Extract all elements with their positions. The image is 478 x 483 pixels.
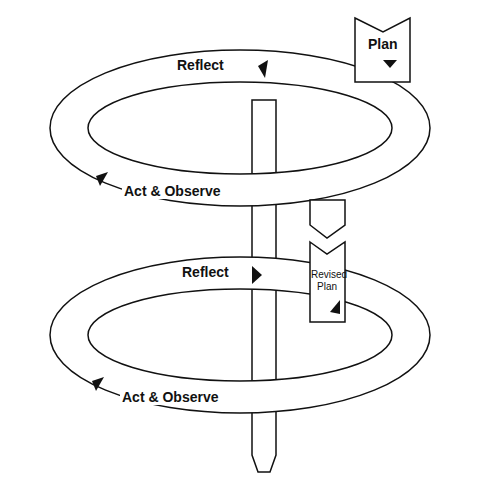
direction-arrowhead — [96, 172, 108, 186]
stage-label: Reflect — [175, 57, 226, 73]
stage-label: Reflect — [180, 264, 231, 280]
revised-plan-arrow — [310, 242, 345, 322]
plan-label: Revised Plan — [311, 269, 343, 292]
stage-label: Plan — [366, 36, 400, 52]
direction-arrowhead — [252, 266, 262, 284]
stage-label: Act & Observe — [120, 389, 220, 405]
connector-column — [310, 200, 345, 238]
stage-label: Act & Observe — [122, 183, 222, 199]
plan-arrow — [355, 18, 410, 82]
direction-arrowhead — [330, 300, 340, 314]
direction-arrowhead — [258, 60, 268, 78]
spiral-band — [50, 257, 430, 413]
direction-arrowhead — [383, 60, 397, 68]
direction-arrowhead — [92, 377, 104, 391]
